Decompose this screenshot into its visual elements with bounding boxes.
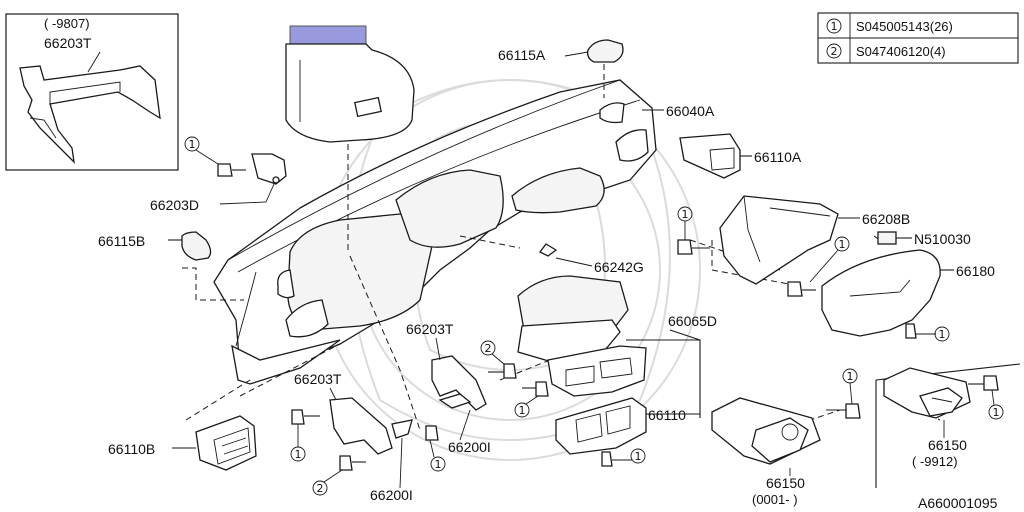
callout-1-icon <box>184 136 200 152</box>
label-66065D: 66065D <box>668 313 717 329</box>
svg-text:1: 1 <box>635 450 642 463</box>
center-vent-66110 <box>555 397 647 455</box>
label-66150-new: 66150 <box>766 475 805 491</box>
svg-text:1: 1 <box>839 238 846 251</box>
label-66203T-center: 66203T <box>406 321 454 337</box>
vent-66150-new <box>711 397 821 465</box>
callout-1-icon <box>430 456 446 472</box>
table-row-2-num: 2 <box>831 45 838 58</box>
table-row-1-num: 1 <box>831 20 838 33</box>
svg-text:1: 1 <box>189 138 196 151</box>
table-row-1-code: S045005143(26) <box>856 19 953 34</box>
screw-icon <box>845 403 861 419</box>
svg-text:1: 1 <box>435 458 442 471</box>
screw-icon <box>291 409 305 425</box>
vent-66150-old <box>883 367 971 419</box>
screw-icon <box>339 455 353 471</box>
side-vent-66110B <box>195 415 257 471</box>
svg-text:1: 1 <box>847 370 854 383</box>
speaker-grille-66115B <box>168 231 212 261</box>
inset-part-label: 66203T <box>44 35 92 51</box>
diagram-code: A660001095 <box>918 495 998 511</box>
label-66110A: 66110A <box>754 149 802 165</box>
callout-2-icon <box>826 43 842 59</box>
duct-bracket-66203T-inset <box>19 65 161 164</box>
bracket-66203T-lower <box>329 397 413 455</box>
callout-1-icon <box>934 326 950 342</box>
callout-1-icon <box>988 404 1004 420</box>
svg-text:1: 1 <box>939 328 946 341</box>
bracket-66203D <box>217 153 287 205</box>
center-trim-66065D <box>517 275 647 397</box>
highlight-box[interactable] <box>289 25 367 45</box>
screw-icon <box>677 239 693 255</box>
label-66180: 66180 <box>956 263 995 279</box>
svg-text:1: 1 <box>519 404 526 417</box>
speaker-grille-66115A <box>564 39 624 63</box>
upper-pad-66040 <box>285 43 415 143</box>
callout-1-icon <box>834 236 850 252</box>
label-66203T-lower: 66203T <box>294 371 342 387</box>
label-66040A: 66040A <box>666 103 715 119</box>
table-row-2-code: S047406120(4) <box>856 44 946 59</box>
label-66110: 66110 <box>648 407 686 423</box>
label-66110B: 66110B <box>108 441 155 457</box>
screw-icon <box>983 375 999 391</box>
bracket-66208B <box>719 195 839 285</box>
label-66115A: 66115A <box>498 47 546 63</box>
label-66200I-lower: 66200I <box>370 487 413 503</box>
screw-icon <box>601 451 613 467</box>
screw-icon <box>535 381 549 397</box>
label-66208B: 66208B <box>862 211 910 227</box>
callout-2-icon <box>312 480 328 496</box>
svg-text:1: 1 <box>682 208 689 221</box>
label-66200I-center: 66200I <box>448 439 491 455</box>
callout-2-icon <box>480 340 496 356</box>
instrument-panel-66040A <box>213 79 657 385</box>
screw-icon <box>425 425 439 441</box>
svg-text:1: 1 <box>295 448 302 461</box>
bracket-66242G <box>539 243 558 257</box>
callout-table: 1 S045005143(26) 2 S047406120(4) <box>817 12 1019 64</box>
label-66150-old-range: ( -9912) <box>912 454 958 469</box>
clip-N510030 <box>877 231 897 245</box>
label-66150-old: 66150 <box>928 437 967 453</box>
inset-panel: ( -9807) 66203T <box>5 13 179 171</box>
screw-icon <box>503 363 517 379</box>
svg-text:1: 1 <box>993 406 1000 419</box>
meter-visor-66180 <box>821 249 941 337</box>
label-66115B: 66115B <box>98 233 145 249</box>
screw-icon <box>787 281 803 297</box>
vent-66110A <box>679 133 752 179</box>
label-66203D: 66203D <box>150 197 199 213</box>
label-N510030: N510030 <box>914 231 971 247</box>
screw-icon <box>905 323 917 339</box>
callout-1-icon <box>514 402 530 418</box>
callout-1-icon <box>630 448 646 464</box>
label-66150-new-range: (0001- ) <box>752 492 798 507</box>
callout-1-icon <box>826 18 842 34</box>
svg-text:2: 2 <box>317 482 324 495</box>
svg-text:2: 2 <box>485 342 492 355</box>
label-66242G: 66242G <box>594 259 644 275</box>
inset-range-label: ( -9807) <box>44 16 90 31</box>
bracket-66203T-center <box>431 355 487 411</box>
